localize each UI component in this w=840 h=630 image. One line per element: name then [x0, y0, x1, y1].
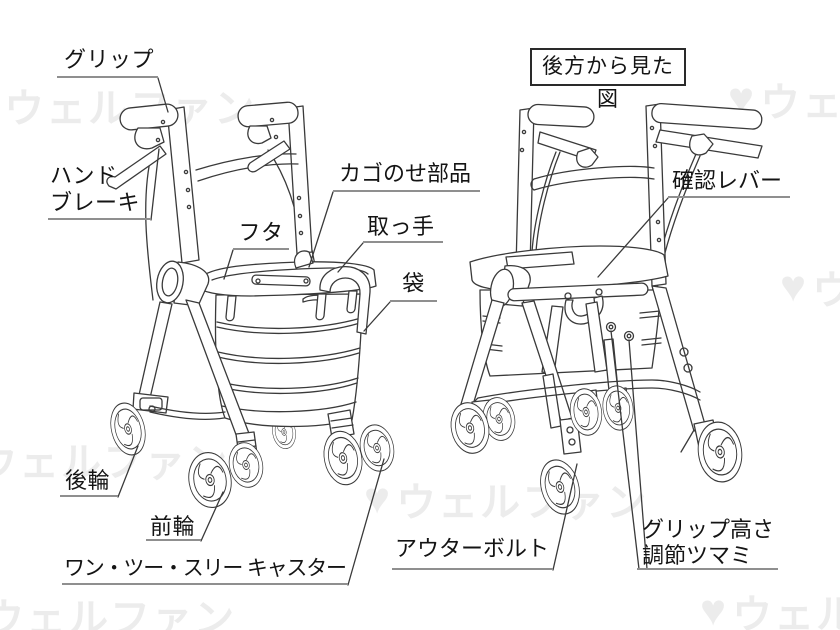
label-rear-wheel: 後輪 [60, 467, 118, 497]
welfan-watermark: ♥ウェルファン [0, 597, 237, 630]
welfan-watermark: ♥ウェルファン [728, 74, 840, 126]
welfan-watermark: ♥ウェルファン [780, 262, 840, 314]
label-outer-bolt: アウターボルト [392, 535, 553, 570]
rear-view-title-box: 後方から見た図 [530, 48, 686, 111]
label-basket-mount: カゴのせ部品 [333, 160, 480, 192]
label-bag: 袋 [390, 270, 437, 302]
welfan-watermark: ♥ウェルファン [700, 586, 840, 630]
rear-view-drawing [445, 102, 763, 520]
label-grip: グリップ [57, 46, 158, 78]
label-one-two-three-caster: ワン・ツー・スリー キャスター [62, 555, 348, 585]
leader-lines [117, 77, 669, 586]
welfan-logo-icon: ♥ [780, 262, 809, 311]
label-grip-height-knob: グリップ高さ 調節ツマミ [637, 516, 778, 570]
welfan-watermark: ♥ウェルファン [364, 474, 649, 526]
welfan-logo-icon: ♥ [700, 586, 729, 630]
front-view-drawing [105, 101, 399, 512]
label-front-wheel: 前輪 [146, 513, 201, 541]
label-check-lever: 確認レバー [668, 167, 790, 198]
label-handle: 取っ手 [363, 213, 443, 243]
label-hand-brake: ハンド ブレーキ [48, 159, 151, 220]
label-lid: フタ [233, 219, 289, 250]
